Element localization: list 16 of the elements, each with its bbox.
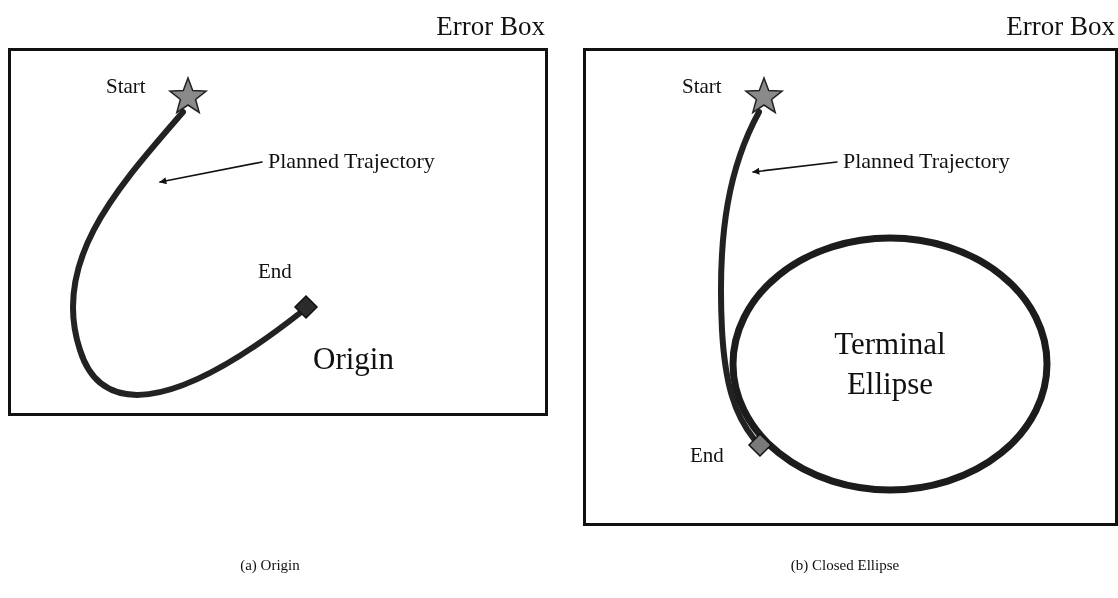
figure-caption: (a) Origin — [240, 556, 300, 574]
trajectory-label: Planned Trajectory — [268, 149, 435, 174]
start-label: Start — [682, 75, 722, 99]
trajectory-curve — [69, 109, 303, 398]
leader-arrow — [752, 161, 838, 175]
trajectory-curve — [718, 109, 762, 442]
trajectory-label: Planned Trajectory — [843, 149, 1010, 174]
ellipse-label: Terminal Ellipse — [833, 324, 947, 403]
start-label: Start — [106, 75, 146, 99]
end-label: End — [690, 444, 724, 468]
end-label: End — [258, 260, 292, 284]
leader-arrow — [159, 161, 263, 185]
box-title: Error Box — [1006, 10, 1115, 42]
figure-caption: (b) Closed Ellipse — [790, 556, 900, 574]
box-title: Error Box — [436, 10, 545, 42]
origin-label: Origin — [313, 340, 394, 378]
